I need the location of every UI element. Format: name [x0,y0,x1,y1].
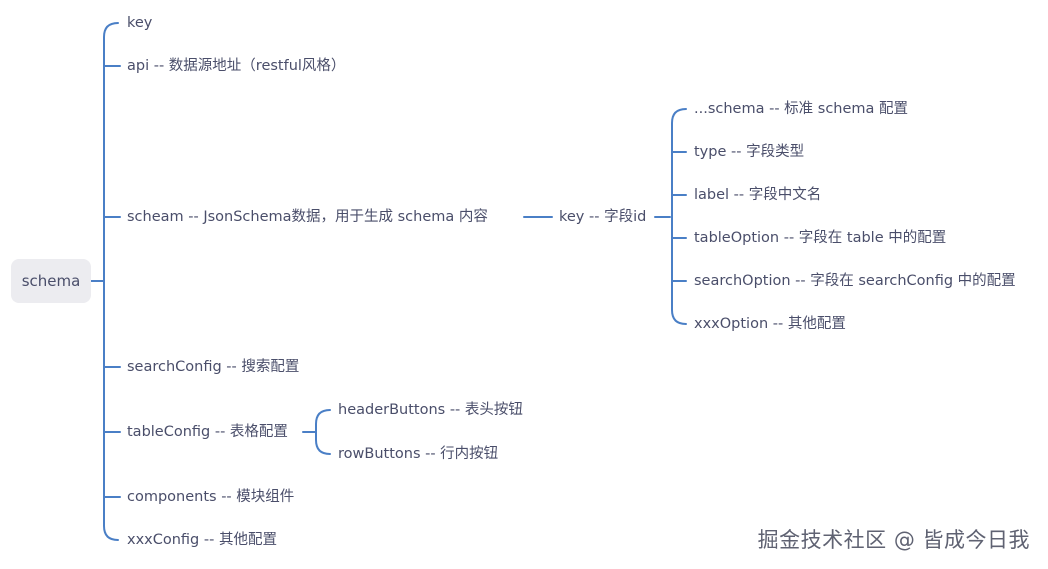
node-api: api -- 数据源地址（restful风格） [127,58,346,74]
node-xxxconfig: xxxConfig -- 其他配置 [127,532,277,548]
node-tableoption: tableOption -- 字段在 table 中的配置 [694,230,947,246]
node-searchoption: searchOption -- 字段在 searchConfig 中的配置 [694,273,1016,289]
key-trunk [671,108,687,325]
node-key: key [127,15,153,31]
main-trunk [103,22,119,541]
node-label: label -- 字段中文名 [694,187,822,203]
node-components: components -- 模块组件 [127,489,295,505]
node-tableconfig: tableConfig -- 表格配置 [127,424,288,440]
node-scheam: scheam -- JsonSchema数据，用于生成 schema 内容 [127,209,488,225]
node-xxxoption: xxxOption -- 其他配置 [694,316,846,332]
node-rowbuttons: rowButtons -- 行内按钮 [338,446,499,462]
root-node-schema: schema [11,259,91,303]
node-type: type -- 字段类型 [694,144,805,160]
node-searchconfig: searchConfig -- 搜索配置 [127,359,300,375]
watermark: 掘金技术社区 @ 皆成今日我 [757,528,1030,552]
node-key-field-id: key -- 字段id [559,209,647,225]
tableconfig-trunk [315,409,331,455]
node-schema-spread: ...schema -- 标准 schema 配置 [694,101,909,117]
node-headerbuttons: headerButtons -- 表头按钮 [338,402,523,418]
